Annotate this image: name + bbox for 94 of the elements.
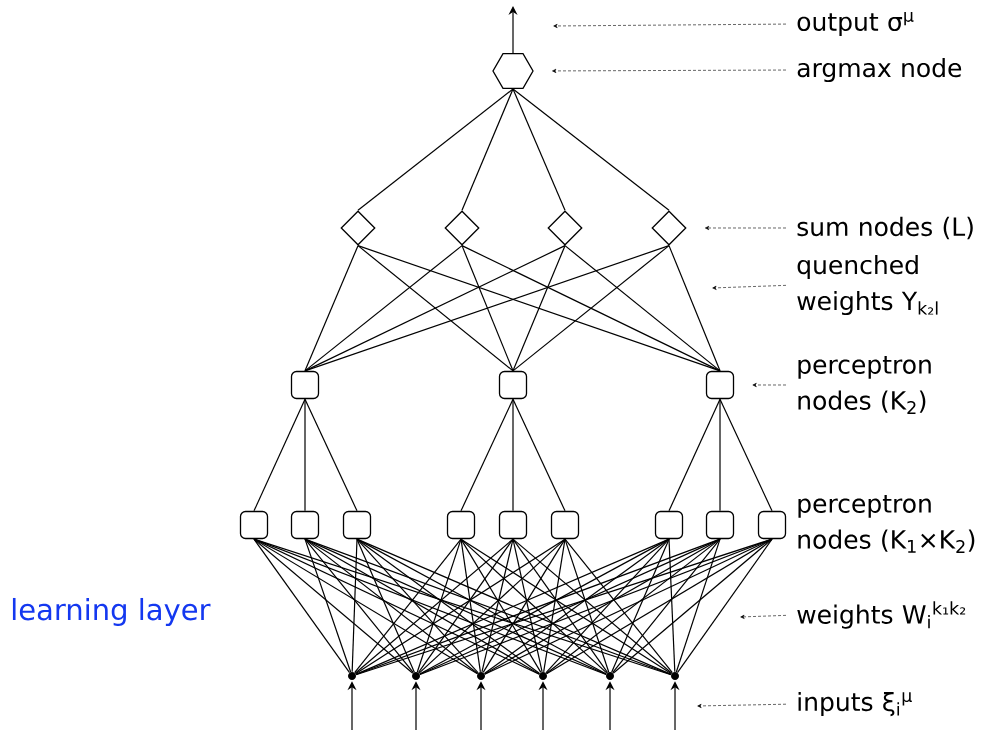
leader-line	[553, 23, 787, 28]
perceptron-box	[550, 510, 580, 540]
perceptron-box	[446, 510, 476, 540]
connection-line	[611, 538, 670, 673]
connection-line	[564, 538, 610, 673]
connection-line	[461, 88, 514, 211]
connection-line	[461, 245, 514, 372]
connection-line	[304, 245, 670, 372]
connection-line	[512, 88, 670, 211]
connection-line	[304, 538, 414, 674]
connection-line	[304, 245, 463, 372]
connection-line	[512, 88, 566, 211]
connection-line	[546, 538, 773, 675]
connection-line	[512, 538, 609, 674]
leader-line	[705, 225, 787, 231]
perceptron-box	[498, 370, 528, 400]
connection-line	[253, 398, 306, 512]
connection-line	[416, 538, 462, 673]
connection-line	[354, 538, 462, 674]
sum-diamond	[547, 210, 583, 246]
perceptron-box	[654, 510, 684, 540]
connection-line	[304, 538, 352, 673]
connection-line	[253, 538, 540, 675]
connection-line	[545, 538, 670, 674]
perceptron-box	[705, 510, 735, 540]
connection-line	[482, 538, 566, 673]
connection-line	[564, 245, 721, 372]
annotation-text: inputs ξ$_{i}$μ	[798, 691, 912, 717]
connection-line	[675, 538, 721, 673]
annotation-text: quenched weights Y$_{k₂l}$	[797, 254, 938, 316]
connection-line	[304, 538, 607, 675]
connection-line	[417, 538, 514, 674]
sum-diamond	[651, 210, 687, 246]
connection-line	[543, 538, 566, 673]
perceptron-box	[290, 370, 320, 400]
connection-line	[612, 538, 721, 674]
leader-line	[697, 703, 787, 708]
connection-line	[564, 538, 673, 674]
connection-line	[512, 245, 566, 372]
leader-line	[552, 68, 787, 73]
annotation-text: output σ$^{μ}$	[797, 12, 914, 36]
connection-line	[253, 538, 351, 674]
connection-line	[460, 538, 481, 673]
annotation-text: perceptron nodes (K$_{2}$)	[798, 356, 931, 414]
sum-diamond	[444, 210, 480, 246]
connection-line	[668, 245, 721, 372]
perceptron-box	[239, 510, 269, 540]
connection-line	[668, 538, 676, 673]
perceptron-box	[290, 510, 320, 540]
connection-line	[357, 245, 721, 372]
connection-line	[668, 398, 721, 512]
connection-line	[357, 88, 514, 211]
connection-line	[356, 538, 415, 673]
connection-line	[545, 538, 721, 675]
connection-line	[512, 398, 514, 512]
connection-line	[304, 245, 566, 372]
annotation-text: sum nodes (L)	[797, 216, 973, 240]
connection-line	[253, 538, 414, 674]
connection-line	[460, 538, 542, 673]
connection-line	[719, 398, 773, 512]
perceptron-box	[342, 510, 372, 540]
annotation-text: argmax node	[797, 57, 962, 83]
connection-line	[304, 538, 479, 674]
connection-line	[304, 245, 359, 372]
connection-line	[354, 538, 514, 674]
connection-line	[676, 538, 773, 674]
perceptron-box	[498, 510, 528, 540]
connection-line	[719, 398, 721, 512]
connection-line	[357, 245, 514, 372]
perceptron-box	[705, 370, 735, 400]
connection-line	[351, 538, 358, 673]
annotation-text: weights W$_{i}$k₁k₂	[797, 601, 966, 629]
connection-line	[512, 398, 566, 512]
perceptron-box	[757, 510, 787, 540]
connection-line	[418, 538, 566, 674]
connection-line	[356, 538, 479, 674]
leader-line	[752, 382, 787, 388]
connection-line	[304, 398, 306, 512]
connection-line	[356, 538, 607, 675]
connection-line	[512, 538, 673, 674]
connection-line	[481, 538, 514, 673]
annotation-text: perceptron nodes (K$_{1}$×K$_{2}$)	[798, 495, 975, 553]
connection-line	[304, 398, 358, 512]
connection-line	[512, 538, 543, 673]
connection-line	[612, 538, 773, 674]
sum-diamond	[340, 210, 376, 246]
connection-line	[512, 245, 670, 372]
leader-line	[712, 285, 787, 290]
connection-line	[419, 538, 773, 676]
connection-line	[461, 245, 721, 372]
layer-label: learning layer	[12, 597, 211, 627]
leader-line	[740, 614, 787, 619]
connection-line	[460, 398, 514, 512]
hexagon-node	[492, 53, 534, 89]
